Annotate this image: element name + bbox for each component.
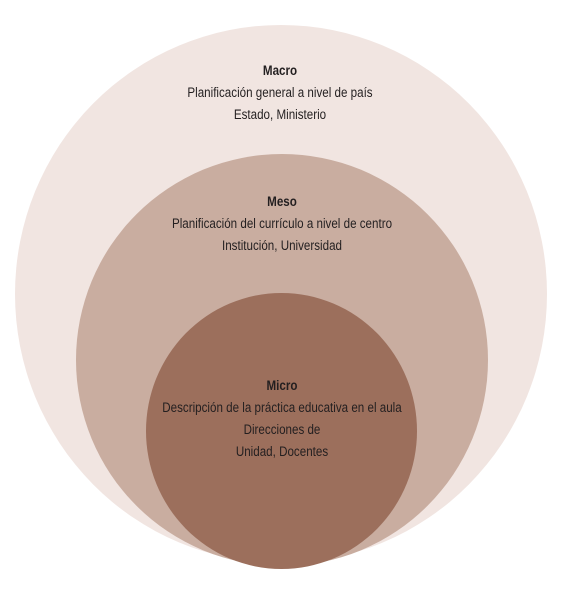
micro-title: Micro bbox=[266, 378, 298, 393]
micro-label-block: Micro Descripción de la práctica educati… bbox=[134, 375, 430, 463]
meso-title: Meso bbox=[267, 194, 297, 209]
macro-description: Planificación general a nivel de país bbox=[187, 85, 373, 100]
meso-description: Planificación del currículo a nivel de c… bbox=[171, 216, 393, 231]
meso-label-block: Meso Planificación del currículo a nivel… bbox=[108, 191, 455, 257]
macro-actors: Estado, Ministerio bbox=[233, 107, 327, 122]
meso-actors: Institución, Universidad bbox=[221, 238, 343, 253]
micro-circle bbox=[146, 293, 417, 569]
micro-actors-line-1: Direcciones de bbox=[243, 422, 321, 437]
micro-description: Descripción de la práctica educativa en … bbox=[162, 400, 402, 415]
micro-actors-line-2: Unidad, Docentes bbox=[235, 444, 329, 459]
macro-label-block: Macro Planificación general a nivel de p… bbox=[108, 60, 452, 126]
macro-title: Macro bbox=[262, 63, 298, 78]
